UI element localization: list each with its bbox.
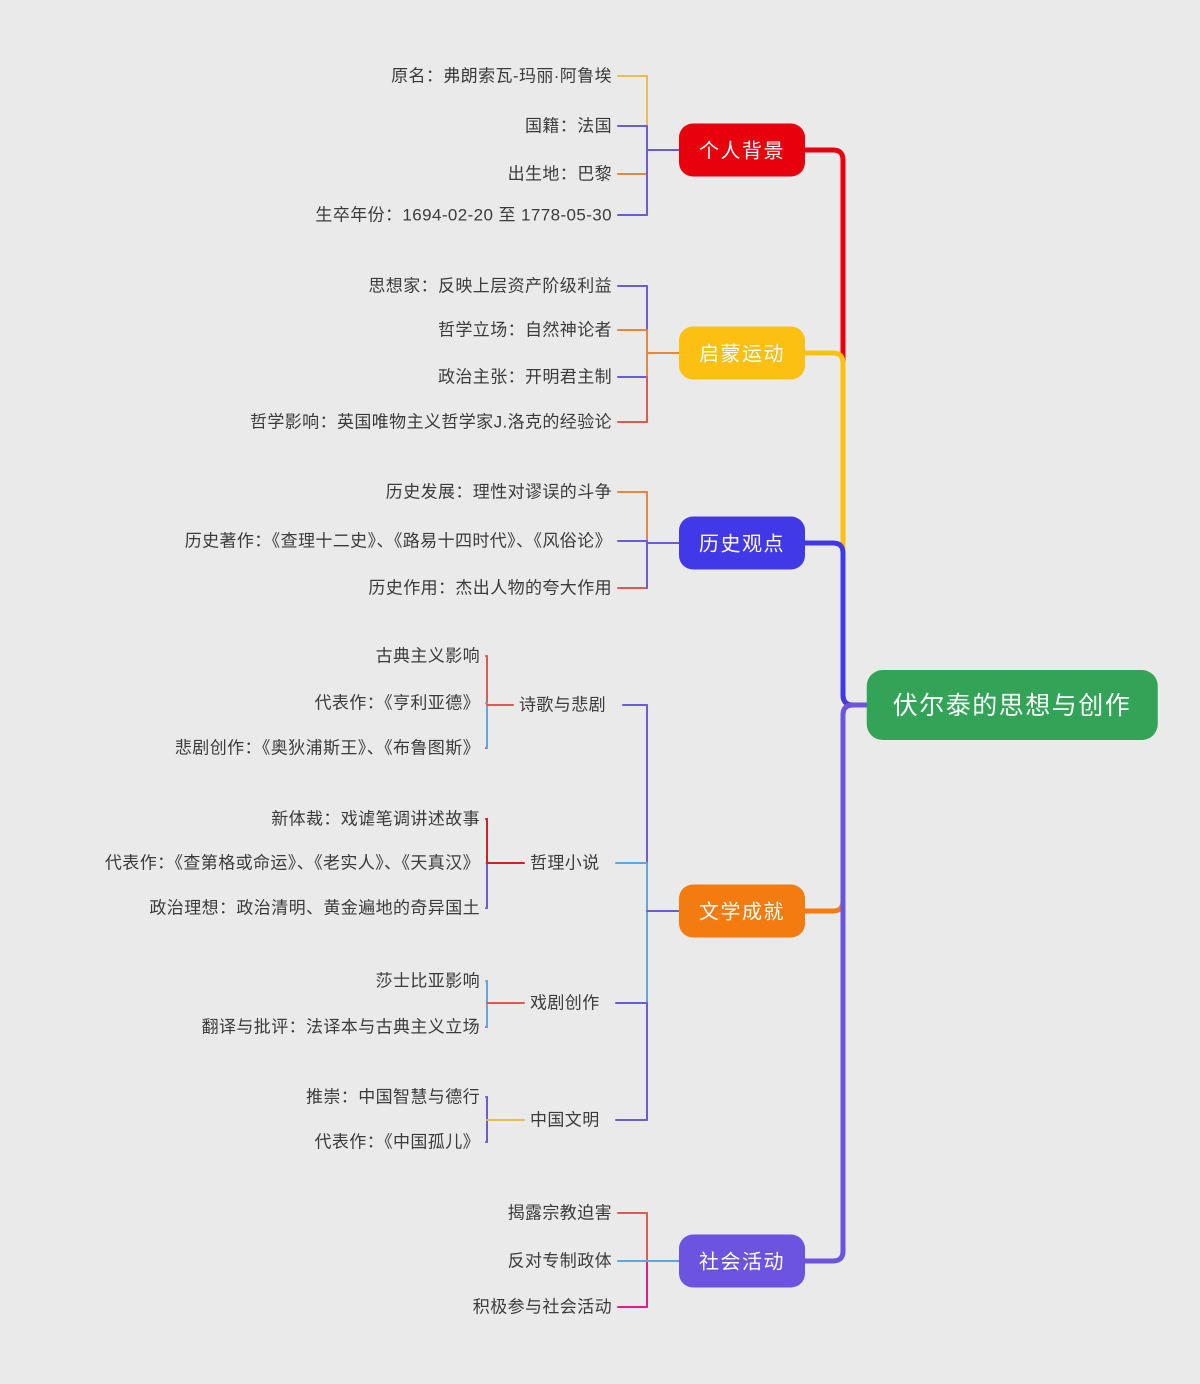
leaf-label[interactable]: 历史发展：理性对谬误的斗争	[385, 482, 612, 502]
branch-node-personal-background[interactable]: 个人背景	[679, 123, 805, 177]
leaf-label[interactable]: 哲学立场：自然神论者	[438, 320, 612, 340]
leaf-label[interactable]: 反对专制政体	[507, 1251, 612, 1271]
leaf-label[interactable]: 积极参与社会活动	[472, 1297, 612, 1317]
sub-branch-label[interactable]: 诗歌与悲剧	[519, 695, 606, 715]
leaf-label[interactable]: 莎士比亚影响	[375, 971, 480, 991]
leaf-label[interactable]: 政治主张：开明君主制	[438, 367, 612, 387]
root-node[interactable]: 伏尔泰的思想与创作	[866, 670, 1158, 740]
trunk-social-activities	[793, 702, 875, 1264]
trunk-enlightenment	[793, 350, 875, 708]
leaf-label[interactable]: 历史作用：杰出人物的夸大作用	[368, 578, 612, 598]
leaf-label[interactable]: 古典主义影响	[375, 646, 480, 666]
leaf-label[interactable]: 生卒年份：1694-02-20 至 1778-05-30	[315, 205, 612, 225]
sub-branch-label[interactable]: 哲理小说	[530, 853, 600, 873]
leaf-label[interactable]: 代表作：《中国孤儿》	[314, 1132, 480, 1152]
leaf-label[interactable]: 揭露宗教迫害	[507, 1203, 612, 1223]
leaf-label[interactable]: 推崇：中国智慧与德行	[306, 1087, 480, 1107]
trunk-literary-achievements	[793, 702, 875, 914]
sub-branch-label[interactable]: 中国文明	[530, 1110, 600, 1130]
branch-node-enlightenment[interactable]: 启蒙运动	[679, 326, 805, 380]
trunk-historical-views	[793, 540, 875, 708]
leaf-label[interactable]: 历史著作：《查理十二史》、《路易十四时代》、《风俗论》	[184, 531, 612, 551]
leaf-label[interactable]: 新体裁：戏谑笔调讲述故事	[271, 809, 480, 829]
leaf-label[interactable]: 代表作：《查第格或命运》、《老实人》、《天真汉》	[104, 853, 480, 873]
branch-node-literary-achievements[interactable]: 文学成就	[679, 884, 805, 938]
trunk-personal-background	[793, 147, 875, 708]
leaf-label[interactable]: 翻译与批评：法译本与古典主义立场	[201, 1017, 480, 1037]
leaf-label[interactable]: 政治理想：政治清明、黄金遍地的奇异国土	[149, 898, 480, 918]
leaf-label[interactable]: 思想家：反映上层资产阶级利益	[368, 276, 612, 296]
leaf-label[interactable]: 哲学影响：英国唯物主义哲学家J.洛克的经验论	[249, 412, 612, 432]
branch-node-social-activities[interactable]: 社会活动	[679, 1234, 805, 1288]
leaf-label[interactable]: 出生地：巴黎	[507, 164, 612, 184]
branch-node-historical-views[interactable]: 历史观点	[679, 516, 805, 570]
leaf-label[interactable]: 原名：弗朗索瓦-玛丽·阿鲁埃	[391, 66, 612, 86]
leaf-label[interactable]: 国籍：法国	[525, 116, 612, 136]
leaf-label[interactable]: 代表作：《亨利亚德》	[314, 693, 480, 713]
sub-branch-label[interactable]: 戏剧创作	[530, 993, 600, 1013]
leaf-label[interactable]: 悲剧创作：《奥狄浦斯王》、《布鲁图斯》	[174, 738, 480, 758]
